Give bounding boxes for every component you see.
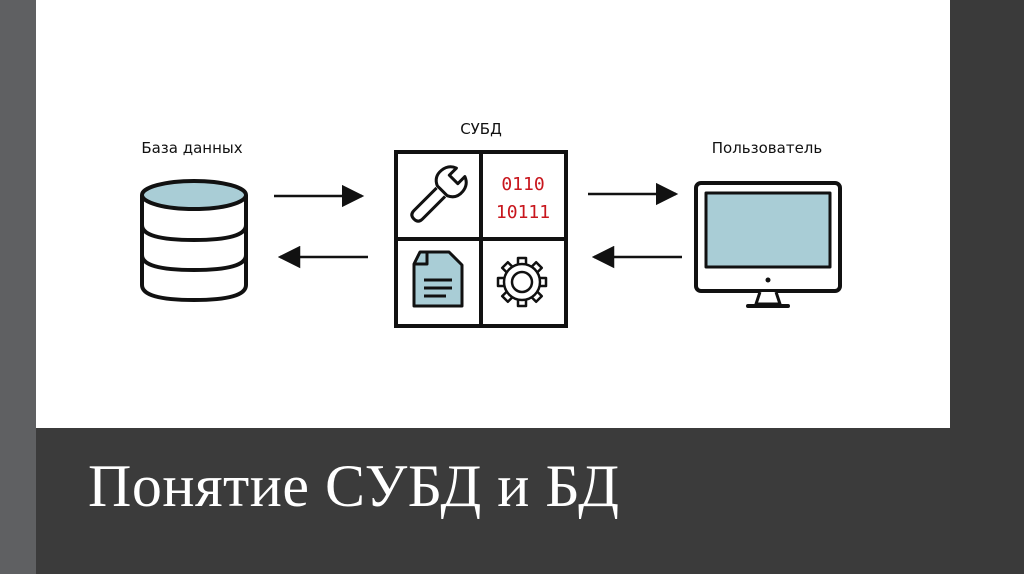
binary-line-1: 0110 (501, 174, 544, 195)
title-band (36, 428, 950, 574)
document-icon (412, 250, 464, 308)
binary-line-2: 10111 (496, 202, 550, 223)
slide-title: Понятие СУБД и БД (88, 453, 620, 519)
binary-code-icon: 0110 10111 (496, 174, 550, 223)
right-side-bar (950, 0, 1024, 574)
database-label: База данных (141, 139, 242, 157)
monitor-icon (694, 181, 842, 308)
gear-icon (496, 256, 548, 308)
dbms-label: СУБД (460, 120, 502, 138)
database-icon (140, 179, 248, 302)
user-label: Пользователь (712, 139, 822, 157)
left-side-bar (0, 0, 36, 574)
wrench-icon (410, 165, 468, 223)
